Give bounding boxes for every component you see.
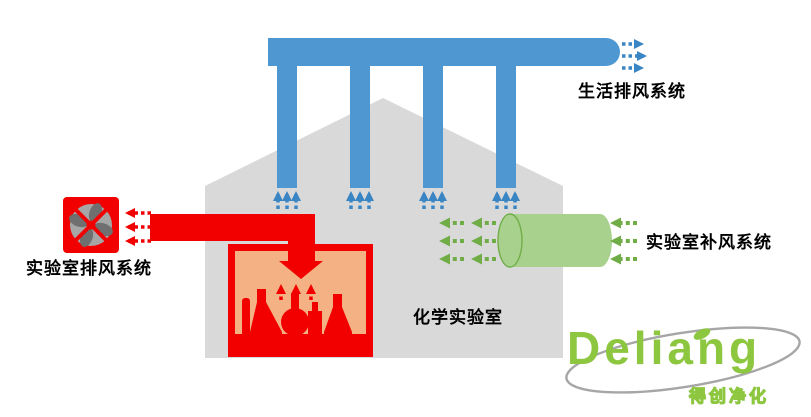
logo-swoosh-icon [565, 326, 801, 394]
logo-leaf-icon [693, 328, 711, 340]
label-living-exhaust-system: 生活排风系统 [578, 82, 686, 101]
living-exhaust-duct [268, 38, 620, 188]
logo-brand: Deliang [567, 322, 762, 374]
erlenmeyer-flask-icon [250, 289, 282, 336]
makeup-air-cylinder [497, 213, 612, 268]
round-flask-icon [281, 308, 309, 336]
test-tube-icon [242, 298, 250, 336]
bottle-icon [308, 311, 322, 336]
lab-glassware-icon [242, 289, 352, 336]
indoor-exhaust-arrows [273, 191, 520, 209]
label-lab-makeup-air-system: 实验室补风系统 [646, 233, 772, 252]
makeup-air-arrows-outer [610, 217, 637, 265]
exhaust-duct-red [150, 214, 323, 279]
label-chemical-laboratory: 化学实验室 [413, 308, 503, 327]
duct-riser-1 [277, 58, 297, 188]
cylinder-cap [497, 213, 523, 268]
duct-riser-4 [496, 58, 516, 188]
duct-main-run [268, 38, 620, 66]
logo-subtitle: 得创净化 [688, 386, 769, 406]
label-lab-exhaust-system: 实验室排风系统 [26, 259, 152, 278]
hood-base [235, 334, 366, 357]
duct-riser-3 [423, 58, 443, 188]
fan-exhaust-arrows [125, 208, 151, 246]
makeup-air-arrows-inner [439, 217, 496, 265]
duct-riser-2 [350, 58, 370, 188]
duct-down-arrowhead [279, 261, 323, 279]
duct-outlet-arrows [622, 39, 647, 73]
hood-fume-arrows [276, 284, 316, 300]
exhaust-fan-icon [63, 197, 119, 253]
large-flask-icon [324, 294, 352, 336]
